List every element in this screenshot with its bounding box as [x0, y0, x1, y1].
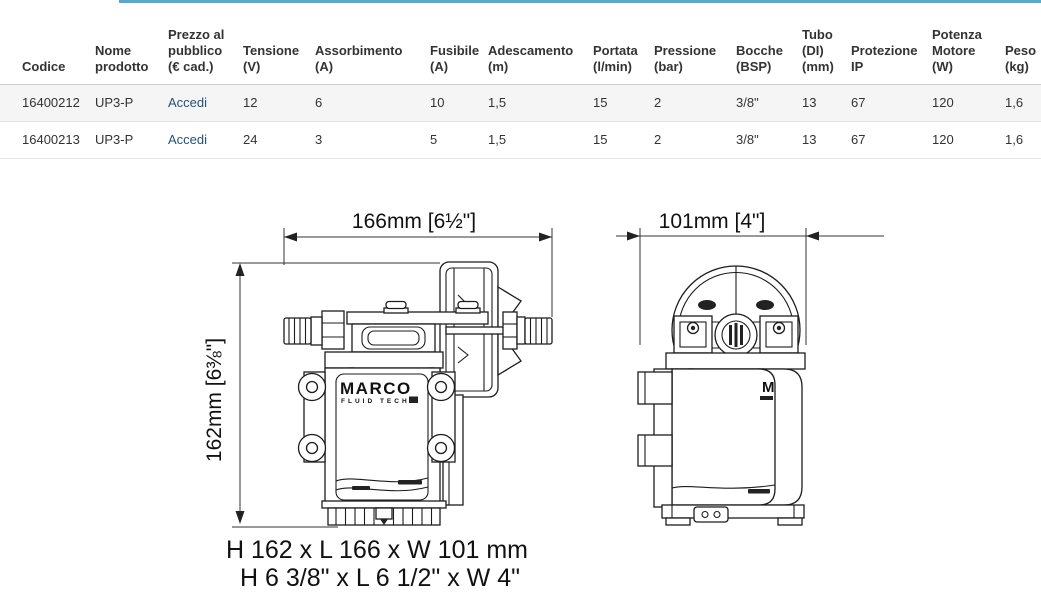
- column-header-assorbimento: Assorbimento (A): [315, 3, 430, 85]
- column-header-pressione: Pressione (bar): [654, 3, 736, 85]
- cell-tensione: 24: [243, 121, 315, 159]
- cell-pressione: 2: [654, 84, 736, 122]
- pump-drawing-svg: 166mm [6½"] 162mm [6⅜"] 101mm [4"]: [203, 210, 884, 592]
- table-header: Codice Nome prodotto Prezzo al pubblico …: [0, 3, 1041, 85]
- column-header-nome-prodotto: Nome prodotto: [95, 3, 168, 85]
- cell-assorbimento: 3: [315, 121, 430, 159]
- cell-potenza: 120: [932, 84, 1005, 122]
- price-access-link[interactable]: Accedi: [168, 95, 208, 110]
- cell-peso: 1,6: [1005, 84, 1041, 122]
- marco-logo-text: MARCO: [340, 379, 412, 398]
- column-header-fusibile: Fusibile (A): [430, 3, 488, 85]
- column-header-prezzo: Prezzo al pubblico (€ cad.): [168, 3, 243, 85]
- cell-tubo: 13: [802, 84, 851, 122]
- side-width-label: 166mm [6½"]: [352, 210, 476, 233]
- active-tab-underline: [119, 0, 1041, 3]
- column-header-protezione-ip: Protezione IP: [851, 3, 932, 85]
- side-height-label: 162mm [6⅜"]: [203, 338, 226, 462]
- column-header-peso: Peso (kg): [1005, 3, 1041, 85]
- dimension-front-width: 101mm [4"]: [616, 210, 884, 345]
- cell-protezione: 67: [851, 121, 932, 159]
- overall-dimensions-mm: H 162 x L 166 x W 101 mm: [226, 536, 528, 564]
- cell-nome-prodotto: UP3-P: [95, 84, 168, 122]
- cell-codice: 16400212: [0, 84, 95, 122]
- cell-codice: 16400213: [0, 121, 95, 159]
- technical-drawing: 166mm [6½"] 162mm [6⅜"] 101mm [4"]: [0, 195, 1041, 604]
- cell-portata: 15: [593, 84, 654, 122]
- column-header-tensione: Tensione (V): [243, 3, 315, 85]
- marco-logo-subtext: FLUID TECH: [341, 398, 410, 405]
- cell-protezione: 67: [851, 84, 932, 122]
- cell-fusibile: 5: [430, 121, 488, 159]
- column-header-tubo: Tubo (DI) (mm): [802, 3, 851, 85]
- cell-prezzo: Accedi: [168, 84, 243, 122]
- cell-bocche: 3/8": [736, 121, 802, 159]
- cell-assorbimento: 6: [315, 84, 430, 122]
- cell-adescamento: 1,5: [488, 121, 593, 159]
- price-access-link[interactable]: Accedi: [168, 132, 208, 147]
- cell-portata: 15: [593, 121, 654, 159]
- table-row: 16400212 UP3-P Accedi 12 6 10 1,5 15 2 3…: [0, 84, 1041, 122]
- marco-logo-partial: M: [762, 379, 775, 396]
- column-header-adescamento: Adescamento (m): [488, 3, 593, 85]
- pump-side-view-drawing: MARCO FLUID TECH: [283, 261, 553, 526]
- column-header-portata: Portata (l/min): [593, 3, 654, 85]
- overall-dimensions-inches: H 6 3/8" x L 6 1/2" x W 4": [240, 564, 520, 592]
- dimension-side-width: 166mm [6½"]: [283, 210, 553, 317]
- dimension-side-height: 162mm [6⅜"]: [203, 262, 440, 528]
- pump-front-view-drawing: M: [637, 265, 806, 526]
- table-row: 16400213 UP3-P Accedi 24 3 5 1,5 15 2 3/…: [0, 121, 1041, 159]
- cell-nome-prodotto: UP3-P: [95, 121, 168, 159]
- column-header-bocche: Bocche (BSP): [736, 3, 802, 85]
- cell-bocche: 3/8": [736, 84, 802, 122]
- column-header-codice: Codice: [0, 3, 95, 85]
- cell-fusibile: 10: [430, 84, 488, 122]
- cell-pressione: 2: [654, 121, 736, 159]
- cell-potenza: 120: [932, 121, 1005, 159]
- cell-prezzo: Accedi: [168, 121, 243, 159]
- cell-tensione: 12: [243, 84, 315, 122]
- front-width-label: 101mm [4"]: [659, 210, 766, 233]
- cell-tubo: 13: [802, 121, 851, 159]
- cell-adescamento: 1,5: [488, 84, 593, 122]
- column-header-potenza-motore: Potenza Motore (W): [932, 3, 1005, 85]
- product-specs-table: Codice Nome prodotto Prezzo al pubblico …: [0, 3, 1041, 159]
- cell-peso: 1,6: [1005, 121, 1041, 159]
